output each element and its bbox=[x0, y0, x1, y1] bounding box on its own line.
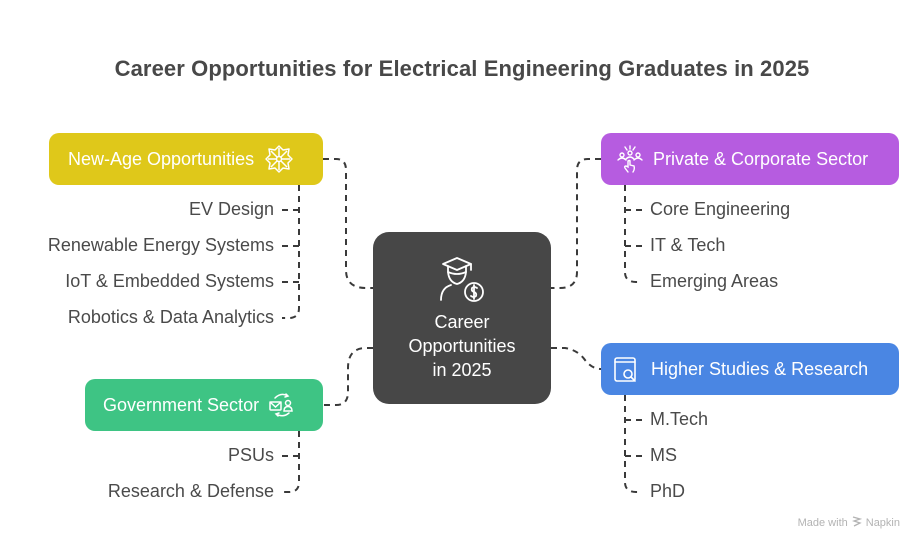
list-item-mtech: M.Tech bbox=[650, 409, 709, 429]
connector-higher-list bbox=[624, 395, 642, 493]
list-item-research-defense: Research & Defense bbox=[107, 481, 274, 501]
branch-new-age-label: New-Age Opportunities bbox=[68, 148, 255, 169]
branch-new-age-opportunities: New-Age Opportunities bbox=[49, 133, 323, 185]
list-item-robotics-data: Robotics & Data Analytics bbox=[67, 307, 274, 327]
list-item-phd: PhD bbox=[650, 481, 686, 501]
graduate-money-icon bbox=[437, 254, 487, 304]
branch-higher-label: Higher Studies & Research bbox=[651, 358, 869, 379]
connector-gov-center bbox=[323, 347, 373, 406]
branch-government-sector: Government Sector bbox=[85, 379, 323, 431]
list-item-psus: PSUs bbox=[227, 445, 274, 465]
made-with-text: Made with bbox=[797, 517, 848, 529]
napkin-logo-icon bbox=[851, 516, 862, 530]
list-item-iot-embedded: IoT & Embedded Systems bbox=[65, 271, 274, 291]
diagram-title: Career Opportunities for Electrical Engi… bbox=[114, 56, 810, 81]
connector-gov-list bbox=[282, 431, 300, 493]
connector-newage-list bbox=[282, 185, 300, 319]
connector-private-list bbox=[624, 185, 642, 283]
connector-private-center bbox=[551, 158, 601, 289]
book-search-icon bbox=[611, 354, 641, 384]
napkin-brand-text: Napkin bbox=[865, 517, 900, 529]
connector-newage-center bbox=[323, 158, 373, 289]
list-item-ms: MS bbox=[650, 445, 677, 465]
branch-private-corporate: Private & Corporate Sector bbox=[601, 133, 899, 185]
branch-higher-studies: Higher Studies & Research bbox=[601, 343, 899, 395]
central-topic-label: Career Opportunities in 2025 bbox=[373, 310, 551, 382]
list-item-it-tech: IT & Tech bbox=[650, 235, 726, 255]
connector-higher-center bbox=[551, 347, 602, 370]
list-item-ev-design: EV Design bbox=[188, 199, 274, 219]
list-item-emerging-areas: Emerging Areas bbox=[650, 271, 779, 291]
branch-government-label: Government Sector bbox=[103, 394, 260, 415]
central-line-3: in 2025 bbox=[432, 360, 492, 380]
central-topic: Career Opportunities in 2025 bbox=[373, 232, 551, 404]
branch-private-label: Private & Corporate Sector bbox=[653, 148, 869, 169]
central-line-2: Opportunities bbox=[408, 336, 516, 356]
central-line-1: Career bbox=[434, 312, 490, 332]
team-hand-icon bbox=[615, 144, 645, 174]
list-item-core-engineering: Core Engineering bbox=[650, 199, 791, 219]
napkin-watermark: Made with Napkin bbox=[798, 516, 900, 530]
list-item-renewable-energy: Renewable Energy Systems bbox=[47, 235, 274, 255]
mail-person-exchange-icon bbox=[267, 390, 297, 420]
snowflake-network-icon bbox=[264, 144, 294, 174]
